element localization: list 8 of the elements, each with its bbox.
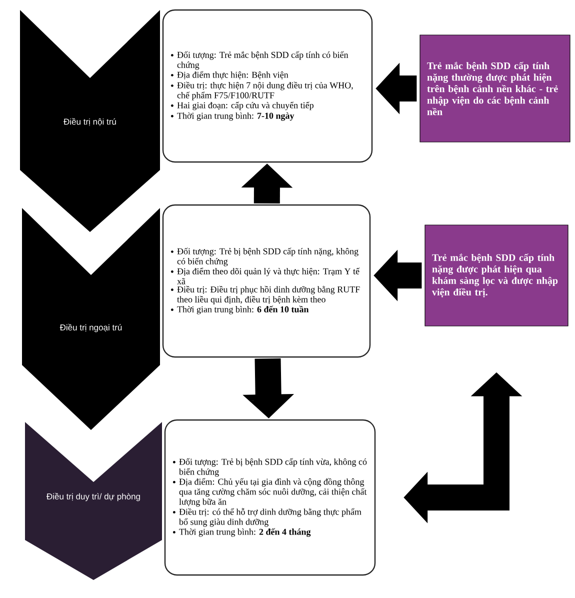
chevron-step: Điều trị duy trì/ dự phòng bbox=[25, 422, 162, 580]
info-box: Đối tượng: Trẻ bị bệnh SDD cấp tính nặng, không có biến chứng Địa điểm theo dõi quản lý và thực hiện: Trạm Y tế xã Điều trị: Điều trị phục hồi dinh dưỡng bằng RUTF theo liều qui định, điều trị bệnh kèm theo Thời gian trung bình: 6 đến 10 tuần bbox=[162, 204, 371, 358]
note-box: Trẻ mắc bệnh SDD cấp tính nặng được phát hiện qua khám sàng lọc và được nhập viện điều trị. bbox=[424, 224, 568, 326]
chevron-step: Điều trị nội trú bbox=[20, 10, 160, 232]
info-box: Đối tượng: Trẻ mắc bệnh SDD cấp tính có biến chứng Địa điểm thực hiện: Bệnh viện Điều trị: thực hiện 7 nội dung điều trị của WHO, chế phẩm F75/F100/RUTF Hai giai đoạn: cấp cứu và chuyển tiếp Thời gian trung bình: 7-10 ngày bbox=[162, 9, 373, 163]
chevron-step: Điều trị ngoại trú bbox=[22, 208, 160, 430]
info-box: Đối tượng: Trẻ bị bệnh SDD cấp tính vừa, không có biến chứng Địa điểm: Chủ yếu tại gia đình và cộng đồng thông qua tăng cường chăm sóc nuôi dưỡng, cải thiện chất lượng bữa ăn Điều trị: có thể hỗ trợ dinh dưỡng bằng thực phẩm bổ sung giàu dinh dưỡng Thời gian trung bình: 2 đến 4 tháng bbox=[164, 419, 376, 576]
note-box: Trẻ mắc bệnh SDD cấp tính nặng thường được phát hiện trên bệnh cảnh nền khác - trẻ nhập viện do các bệnh cảnh nền bbox=[420, 34, 570, 142]
